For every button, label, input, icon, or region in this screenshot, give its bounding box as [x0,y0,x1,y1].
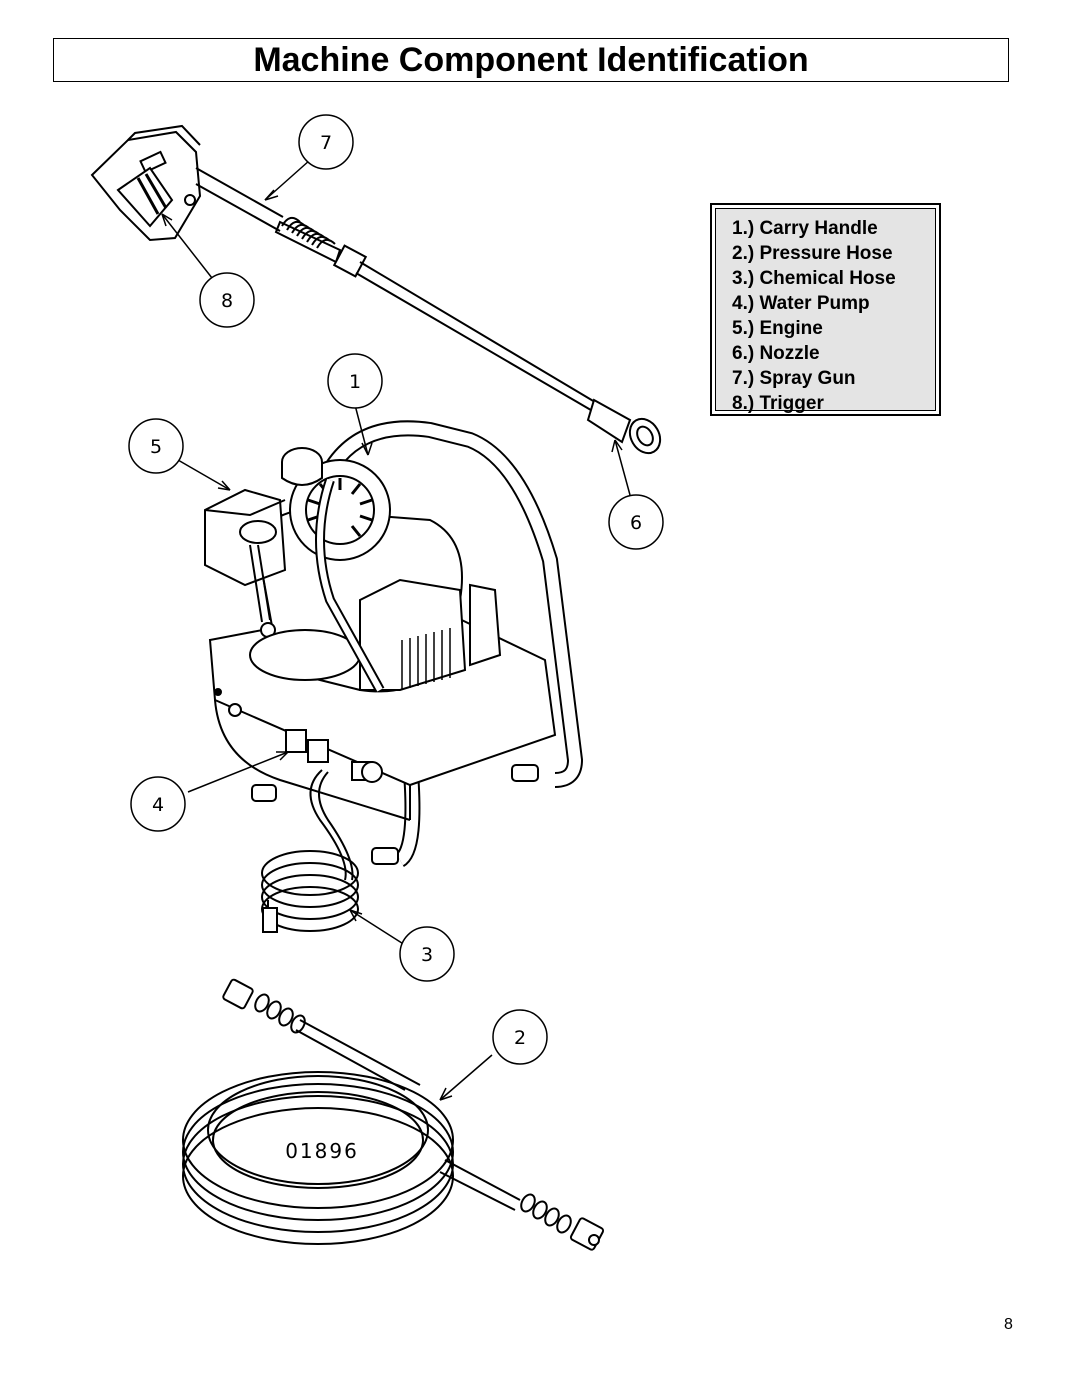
callout-7: 7 [298,114,354,170]
component-legend-inner: 1.) Carry Handle 2.) Pressure Hose 3.) C… [715,208,936,414]
lance-grip [274,216,342,264]
page-number: 8 [1004,1316,1013,1333]
legend-item: 2.) Pressure Hose [732,243,893,264]
callout-8: 8 [199,272,255,328]
chemical-hose [261,769,359,933]
legend-item: 8.) Trigger [732,393,824,414]
callout-1: 1 [327,353,383,409]
title-box: Machine Component Identification [53,38,1009,82]
legend-item: 4.) Water Pump [732,293,870,314]
legend-item: 7.) Spray Gun [732,368,856,389]
nozzle [586,398,662,455]
cooling-fins [401,628,451,690]
legend-item: 1.) Carry Handle [732,218,878,239]
water-pump-fittings [285,729,383,783]
callout-4: 4 [130,776,186,832]
svg-text:3: 3 [421,944,433,966]
legend-item: 6.) Nozzle [732,343,820,364]
svg-text:5: 5 [150,436,162,458]
page-title: Machine Component Identification [253,40,809,79]
callout-5: 5 [128,418,184,474]
callout-3: 3 [399,926,455,982]
leader-lines [161,159,631,1101]
svg-text:7: 7 [320,132,332,154]
spray-gun [90,124,601,414]
callout-2: 2 [492,1009,548,1065]
svg-text:8: 8 [221,290,233,312]
callout-6: 6 [608,494,664,550]
svg-text:6: 6 [630,512,642,534]
legend-item: 3.) Chemical Hose [732,268,896,289]
svg-text:4: 4 [152,794,164,816]
svg-text:1: 1 [349,371,361,393]
component-legend: 1.) Carry Handle 2.) Pressure Hose 3.) C… [710,203,941,416]
drawing-code: 01896 [285,1139,359,1163]
pressure-hose [182,978,605,1251]
component-list: 1.) Carry Handle 2.) Pressure Hose 3.) C… [716,209,935,416]
pressure-washer-unit [204,420,584,867]
svg-text:2: 2 [514,1027,526,1049]
legend-item: 5.) Engine [732,318,823,339]
